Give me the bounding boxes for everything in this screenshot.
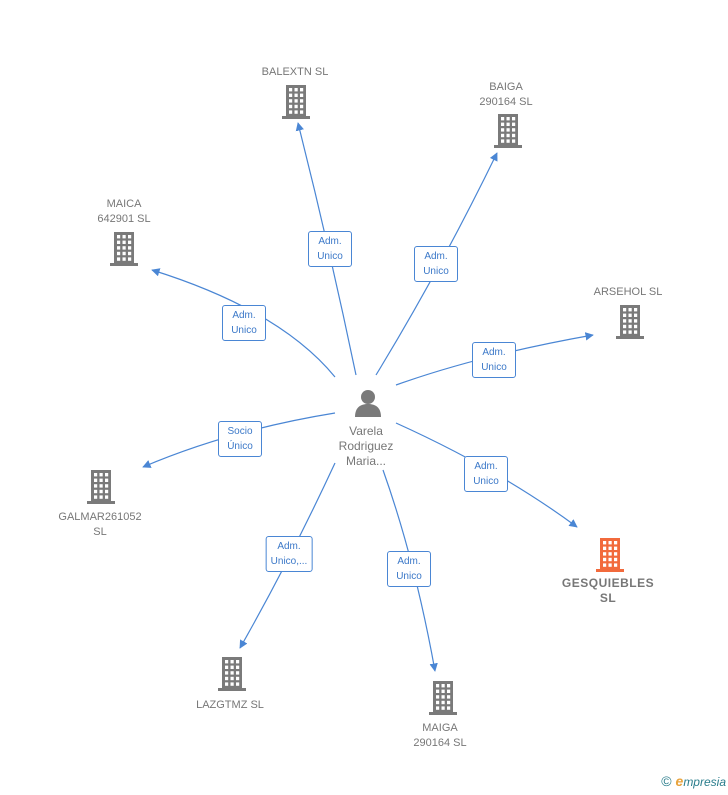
company-label-baiga[interactable]: BAIGA 290164 SL xyxy=(479,81,533,108)
building-icon-maica[interactable] xyxy=(110,232,138,266)
building-icon-arsehol[interactable] xyxy=(616,305,644,339)
company-label-maiga[interactable]: MAIGA 290164 SL xyxy=(413,722,467,749)
relation-label-lazgtmz[interactable]: Adm. Unico,... xyxy=(265,536,313,572)
relation-label-balextn[interactable]: Adm. Unico xyxy=(308,231,352,267)
company-label-balextn[interactable]: BALEXTN SL xyxy=(261,66,329,78)
person-icon[interactable] xyxy=(353,388,383,418)
building-icon-balextn[interactable] xyxy=(282,85,310,119)
company-label-galmar[interactable]: GALMAR261052 SL xyxy=(58,511,142,538)
relation-label-galmar[interactable]: Socio Único xyxy=(218,421,262,457)
relation-label-maiga[interactable]: Adm. Unico xyxy=(387,551,431,587)
center-person-name[interactable]: Varela Rodriguez Maria... xyxy=(338,424,394,468)
relation-label-baiga[interactable]: Adm. Unico xyxy=(414,246,458,282)
building-icon-lazgtmz[interactable] xyxy=(218,657,246,691)
relation-label-arsehol[interactable]: Adm. Unico xyxy=(472,342,516,378)
company-label-lazgtmz[interactable]: LAZGTMZ SL xyxy=(196,699,264,711)
company-label-maica[interactable]: MAICA 642901 SL xyxy=(97,198,151,225)
relation-label-maica[interactable]: Adm. Unico xyxy=(222,305,266,341)
company-label-arsehol[interactable]: ARSEHOL SL xyxy=(593,286,663,298)
building-icon-baiga[interactable] xyxy=(494,114,522,148)
empresia-logo: ©empresia xyxy=(661,773,726,789)
company-label-gesquiebles[interactable]: GESQUIEBLES SL xyxy=(561,576,655,605)
relation-label-gesquiebles[interactable]: Adm. Unico xyxy=(464,456,508,492)
building-icon-gesquiebles[interactable] xyxy=(596,538,624,572)
building-icon-maiga[interactable] xyxy=(429,681,457,715)
building-icon-galmar[interactable] xyxy=(87,470,115,504)
